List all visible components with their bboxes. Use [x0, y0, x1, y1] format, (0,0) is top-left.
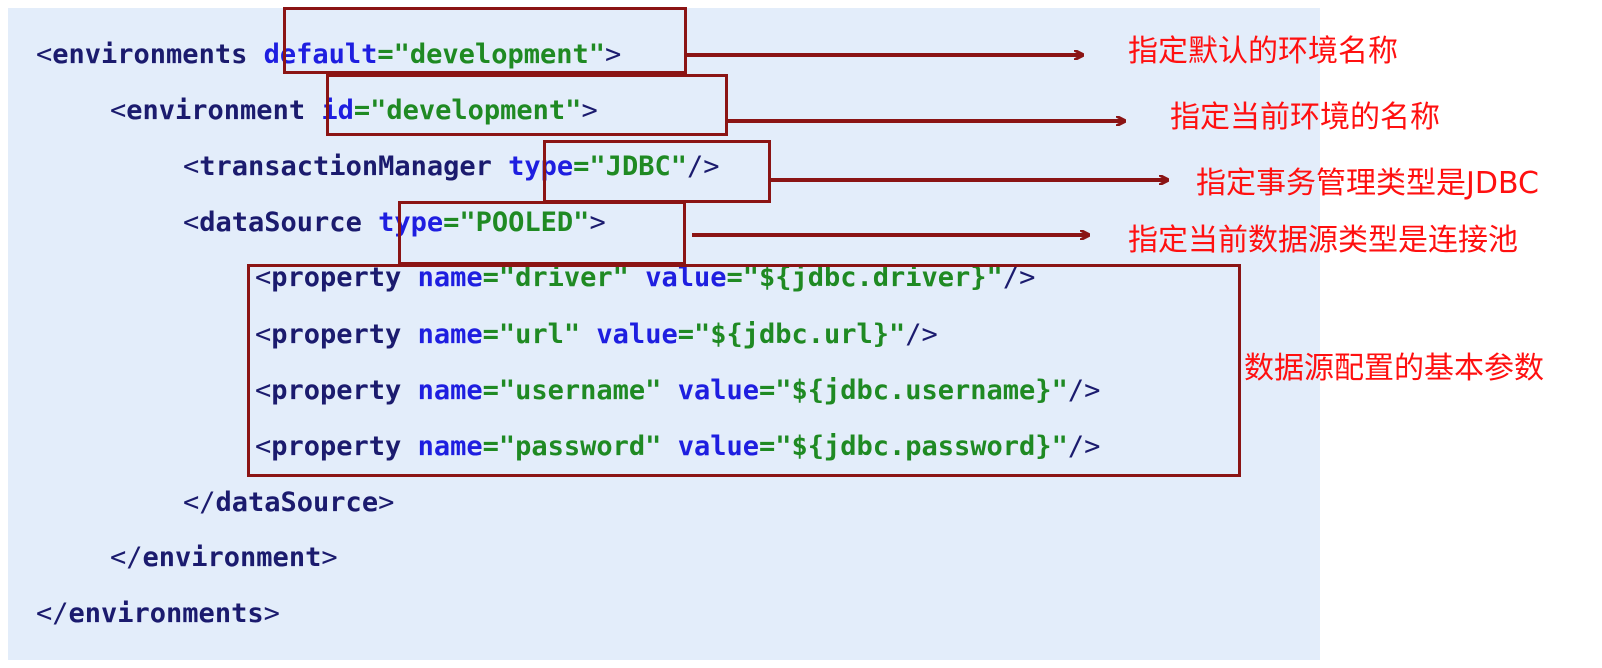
code-value: ="POOLED"	[443, 207, 590, 238]
note-current-env: 指定当前环境的名称	[1170, 100, 1440, 135]
code-punct: <	[255, 319, 272, 350]
code-line: </environment>	[110, 541, 338, 575]
code-punct: </	[36, 598, 69, 629]
highlight-property-block	[247, 264, 1241, 477]
code-tag: property	[271, 319, 402, 350]
code-tag: environment	[142, 542, 322, 573]
code-punct: />	[1067, 431, 1101, 462]
code-punct: >	[581, 95, 598, 126]
note-datasource-params: 数据源配置的基本参数	[1244, 351, 1544, 386]
code-value: ="username"	[482, 375, 662, 406]
code-value: ="${jdbc.username}"	[758, 375, 1068, 406]
code-line: <dataSource type="POOLED">	[183, 206, 606, 240]
code-punct: <	[255, 375, 272, 406]
code-tag: property	[271, 262, 402, 293]
code-attr: type	[508, 151, 574, 182]
code-line: <property name="driver" value="${jdbc.dr…	[255, 261, 1035, 295]
code-punct: />	[905, 319, 938, 350]
code-panel	[8, 8, 1320, 660]
code-tag: environments	[68, 598, 264, 629]
note-datasource-type: 指定当前数据源类型是连接池	[1128, 223, 1518, 258]
code-line: <environments default="development">	[36, 38, 621, 72]
code-punct: </	[110, 542, 143, 573]
code-value: ="${jdbc.url}"	[677, 319, 906, 350]
code-tag: property	[271, 375, 402, 406]
code-line: <environment id="development">	[110, 94, 598, 128]
note-default-env: 指定默认的环境名称	[1128, 34, 1398, 69]
code-line: <transactionManager type="JDBC"/>	[183, 150, 719, 184]
code-punct: >	[378, 487, 395, 518]
code-attr: value	[677, 431, 759, 462]
code-line: </environments>	[36, 597, 280, 631]
code-punct: />	[1002, 262, 1036, 293]
code-punct: >	[604, 39, 622, 70]
code-value: ="JDBC"	[573, 151, 687, 182]
code-attr: value	[596, 319, 678, 350]
code-punct: />	[686, 151, 720, 182]
code-punct: <	[183, 151, 200, 182]
code-tag: transactionManager	[199, 151, 492, 182]
code-punct: />	[1067, 375, 1101, 406]
code-attr: name	[417, 431, 483, 462]
highlight-id-attr	[326, 74, 728, 136]
code-value: ="${jdbc.password}"	[758, 431, 1068, 462]
code-value: ="password"	[482, 431, 662, 462]
code-attr: name	[417, 262, 483, 293]
code-tag: property	[271, 431, 402, 462]
code-punct: <	[110, 95, 127, 126]
code-punct: >	[263, 598, 280, 629]
code-line: <property name="password" value="${jdbc.…	[255, 430, 1100, 464]
code-attr: name	[417, 375, 483, 406]
code-value: ="development"	[377, 39, 605, 70]
code-tag: dataSource	[215, 487, 379, 518]
code-punct: <	[255, 431, 272, 462]
code-attr: value	[645, 262, 727, 293]
code-punct: >	[589, 207, 606, 238]
code-attr: type	[378, 207, 444, 238]
code-line: <property name="url" value="${jdbc.url}"…	[255, 318, 938, 352]
code-value: ="${jdbc.driver}"	[726, 262, 1003, 293]
code-line: <property name="username" value="${jdbc.…	[255, 374, 1100, 408]
code-punct: <	[255, 262, 272, 293]
code-attr: default	[263, 39, 378, 70]
code-value: ="url"	[482, 319, 581, 350]
code-value: ="development"	[353, 95, 582, 126]
code-punct: </	[183, 487, 216, 518]
highlight-default-attr	[283, 7, 687, 74]
code-attr: value	[677, 375, 759, 406]
code-punct: >	[321, 542, 338, 573]
code-value: ="driver"	[482, 262, 629, 293]
code-punct: <	[36, 39, 53, 70]
note-transaction-type: 指定事务管理类型是JDBC	[1196, 166, 1539, 201]
highlight-datasource-type	[398, 201, 686, 265]
code-tag: environment	[126, 95, 306, 126]
code-tag: environments	[52, 39, 248, 70]
code-tag: dataSource	[199, 207, 362, 238]
code-line: </dataSource>	[183, 486, 394, 520]
code-punct: <	[183, 207, 200, 238]
code-attr: name	[417, 319, 483, 350]
